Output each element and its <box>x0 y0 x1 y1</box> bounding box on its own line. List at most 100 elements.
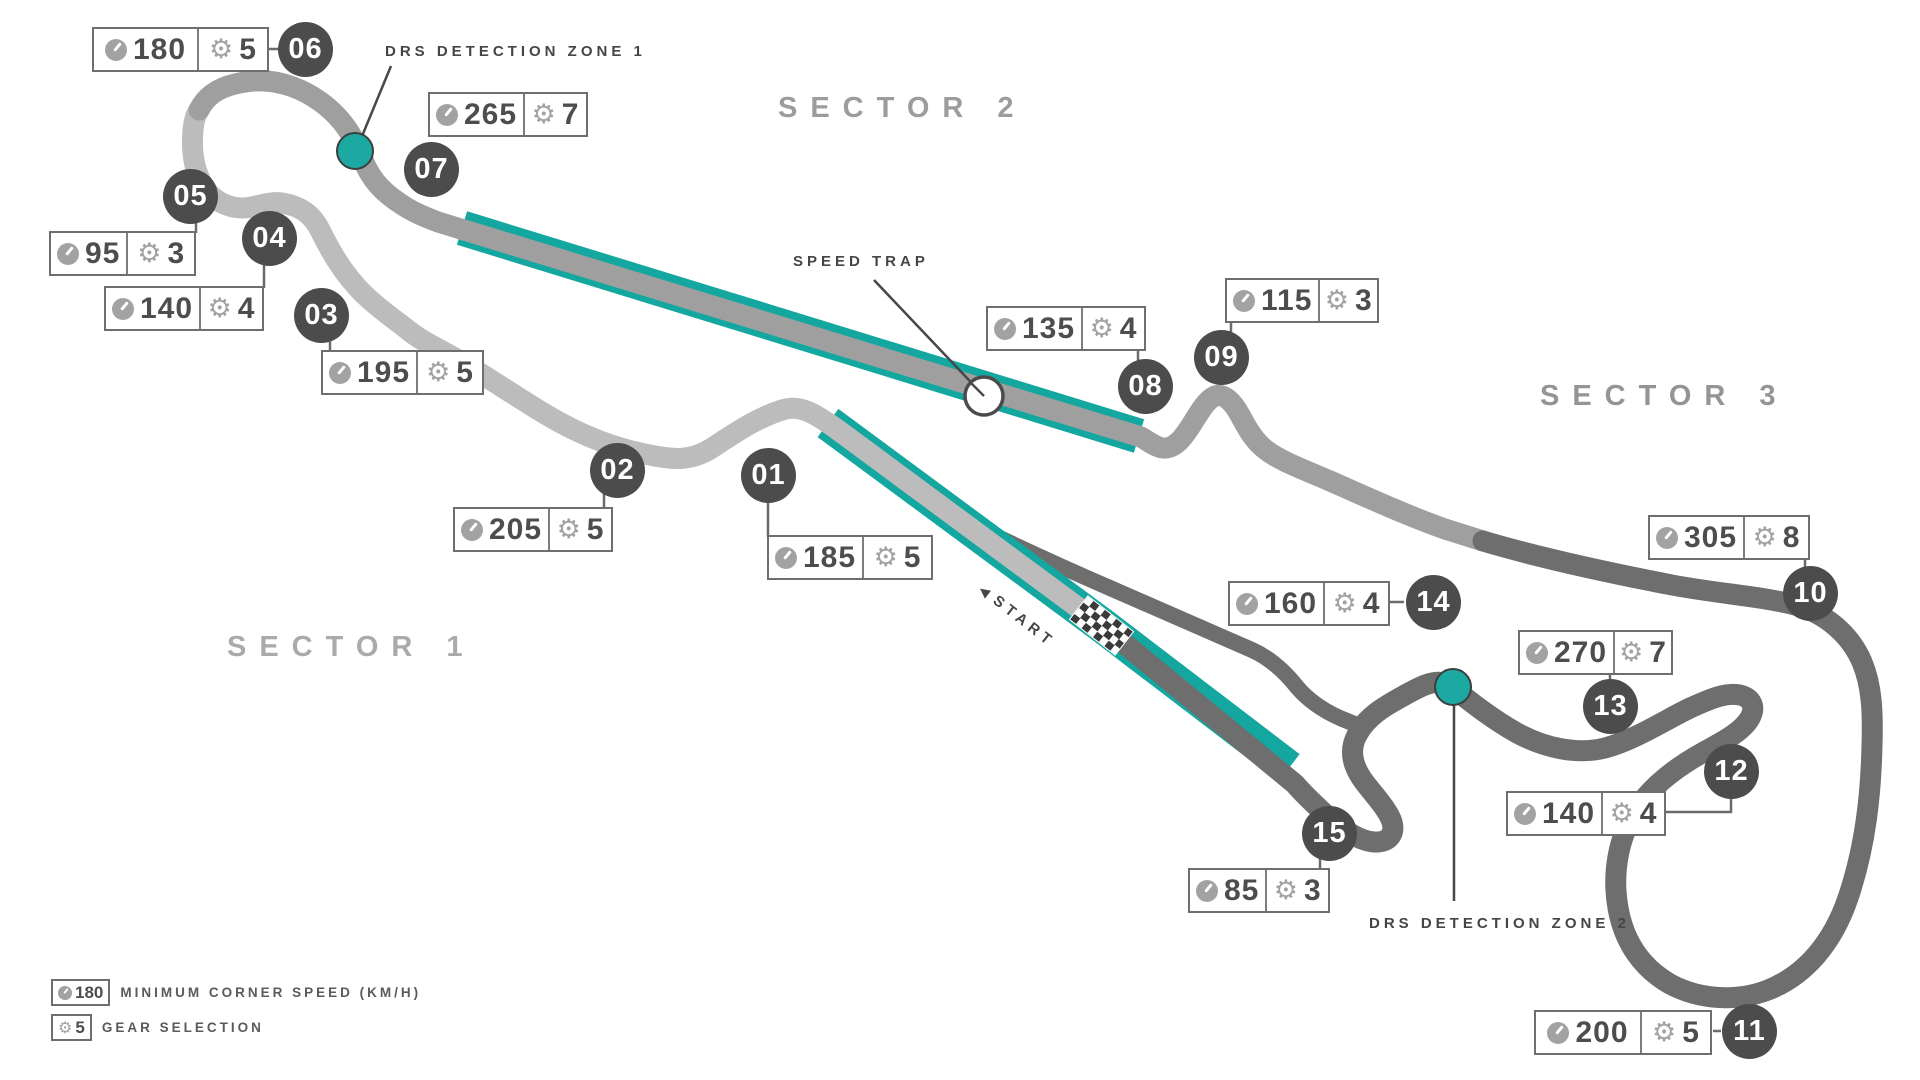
gear-icon: ⚙ <box>1324 285 1349 316</box>
corner-gear: 4 <box>1362 586 1381 620</box>
gear-icon: ⚙ <box>1652 1017 1677 1048</box>
drs-zone-1-label: DRS DETECTION ZONE 1 <box>385 43 646 60</box>
legend-gear-row: ⚙ 5 GEAR SELECTION <box>51 1014 264 1041</box>
gear-icon: ⚙ <box>1609 798 1634 829</box>
corner-info-05: 95 ⚙3 <box>49 231 196 276</box>
corner-speed: 140 <box>140 291 194 325</box>
corner-gear: 4 <box>1119 311 1138 345</box>
corner-speed: 140 <box>1542 796 1596 830</box>
gear-icon: ⚙ <box>58 1017 73 1037</box>
speedometer-icon <box>329 361 351 384</box>
corner-badge-04: 04 <box>242 211 297 266</box>
corner-badge-11: 11 <box>1722 1004 1777 1059</box>
gear-icon: ⚙ <box>1332 588 1357 619</box>
corner-info-13: 270 ⚙7 <box>1518 630 1673 675</box>
gear-icon: ⚙ <box>209 34 234 65</box>
corner-badge-08: 08 <box>1118 359 1173 414</box>
speedometer-icon <box>1233 289 1255 312</box>
corner-badge-01: 01 <box>741 448 796 503</box>
speedometer-icon <box>461 518 483 541</box>
speedometer-icon <box>57 242 79 265</box>
corner-badge-05: 05 <box>163 169 218 224</box>
speed-trap-leader-line <box>873 279 985 397</box>
corner-gear: 5 <box>1682 1015 1700 1049</box>
corner-speed: 85 <box>1224 873 1260 907</box>
corner-badge-14: 14 <box>1406 575 1461 630</box>
corner-badge-15: 15 <box>1302 806 1357 861</box>
corner-badge-10: 10 <box>1783 566 1838 621</box>
corner-speed: 95 <box>85 236 121 270</box>
corner-speed: 160 <box>1264 586 1318 620</box>
corner-gear: 7 <box>1649 635 1667 669</box>
speed-trap-label: SPEED TRAP <box>793 253 929 270</box>
corner-gear: 5 <box>903 540 922 574</box>
corner-badge-06: 06 <box>278 22 333 77</box>
gear-icon: ⚙ <box>1752 522 1777 553</box>
corner-info-09: 115 ⚙3 <box>1225 278 1379 323</box>
drs-detection-dot-2 <box>1434 668 1472 706</box>
corner-speed: 180 <box>132 32 187 66</box>
corner-speed: 135 <box>1022 311 1076 345</box>
legend-speed-label: MINIMUM CORNER SPEED (KM/H) <box>120 985 422 1000</box>
corner-speed: 115 <box>1261 283 1313 317</box>
corner-info-02: 205 ⚙5 <box>453 507 613 552</box>
gear-icon: ⚙ <box>207 293 232 324</box>
track-sector-2 <box>188 70 1494 552</box>
legend-gear-example: 5 <box>75 1017 85 1037</box>
speedometer-icon <box>1526 641 1548 664</box>
corner-info-15: 85 ⚙3 <box>1188 868 1330 913</box>
drs-detection-dot-1 <box>336 132 374 170</box>
corner-speed: 265 <box>464 97 518 131</box>
corner-info-11: 200 ⚙5 <box>1534 1010 1712 1055</box>
speedometer-icon <box>1656 526 1678 549</box>
corner-info-06: 180 ⚙5 <box>92 27 269 72</box>
sector-3-title: SECTOR 3 <box>1540 380 1789 412</box>
speedometer-icon <box>1236 592 1258 615</box>
corner-gear: 3 <box>1354 283 1373 317</box>
speedometer-icon <box>1196 879 1218 902</box>
sector-1-title: SECTOR 1 <box>227 631 476 663</box>
corner-info-08: 135 ⚙4 <box>986 306 1146 351</box>
drs1-leader-line <box>358 65 393 142</box>
legend-speed-row: 180 MINIMUM CORNER SPEED (KM/H) <box>51 979 421 1006</box>
corner-info-12: 140 ⚙4 <box>1506 791 1666 836</box>
gear-icon: ⚙ <box>556 514 581 545</box>
speedometer-icon <box>994 317 1016 340</box>
corner-badge-03: 03 <box>294 288 349 343</box>
corner-gear: 5 <box>239 32 257 66</box>
corner-gear: 5 <box>586 512 605 546</box>
gear-icon: ⚙ <box>137 238 162 269</box>
corner-gear: 3 <box>1303 873 1322 907</box>
corner-speed: 200 <box>1575 1015 1629 1049</box>
corner-gear: 4 <box>237 291 256 325</box>
gear-icon: ⚙ <box>1089 313 1114 344</box>
corner-gear: 8 <box>1782 520 1801 554</box>
corner-speed: 305 <box>1684 520 1738 554</box>
legend-gear-box: ⚙ 5 <box>51 1014 92 1041</box>
speedometer-icon <box>436 103 458 126</box>
speedometer-icon <box>775 546 797 569</box>
speedometer-icon <box>1547 1021 1570 1044</box>
corner-info-10: 305 ⚙8 <box>1648 515 1810 560</box>
speedometer-icon <box>1514 802 1536 825</box>
corner-info-03: 195 ⚙5 <box>321 350 484 395</box>
legend-gear-label: GEAR SELECTION <box>101 1020 264 1035</box>
corner-info-01: 185 ⚙5 <box>767 535 933 580</box>
speedometer-icon <box>58 985 72 1000</box>
legend-speed-box: 180 <box>51 979 111 1006</box>
corner-gear: 5 <box>456 355 474 389</box>
gear-icon: ⚙ <box>873 542 898 573</box>
gear-icon: ⚙ <box>426 357 451 388</box>
corner-info-04: 140 ⚙4 <box>104 286 264 331</box>
corner-badge-02: 02 <box>590 443 645 498</box>
speedometer-icon <box>112 297 134 320</box>
gear-icon: ⚙ <box>1619 637 1644 668</box>
corner-speed: 195 <box>357 355 411 389</box>
drs-zone-2-label: DRS DETECTION ZONE 2 <box>1369 915 1630 932</box>
speed-trap-needle <box>969 381 985 397</box>
legend-speed-example: 180 <box>75 982 104 1002</box>
track-sector-3 <box>1092 530 1883 1009</box>
corner-gear: 7 <box>561 97 580 131</box>
